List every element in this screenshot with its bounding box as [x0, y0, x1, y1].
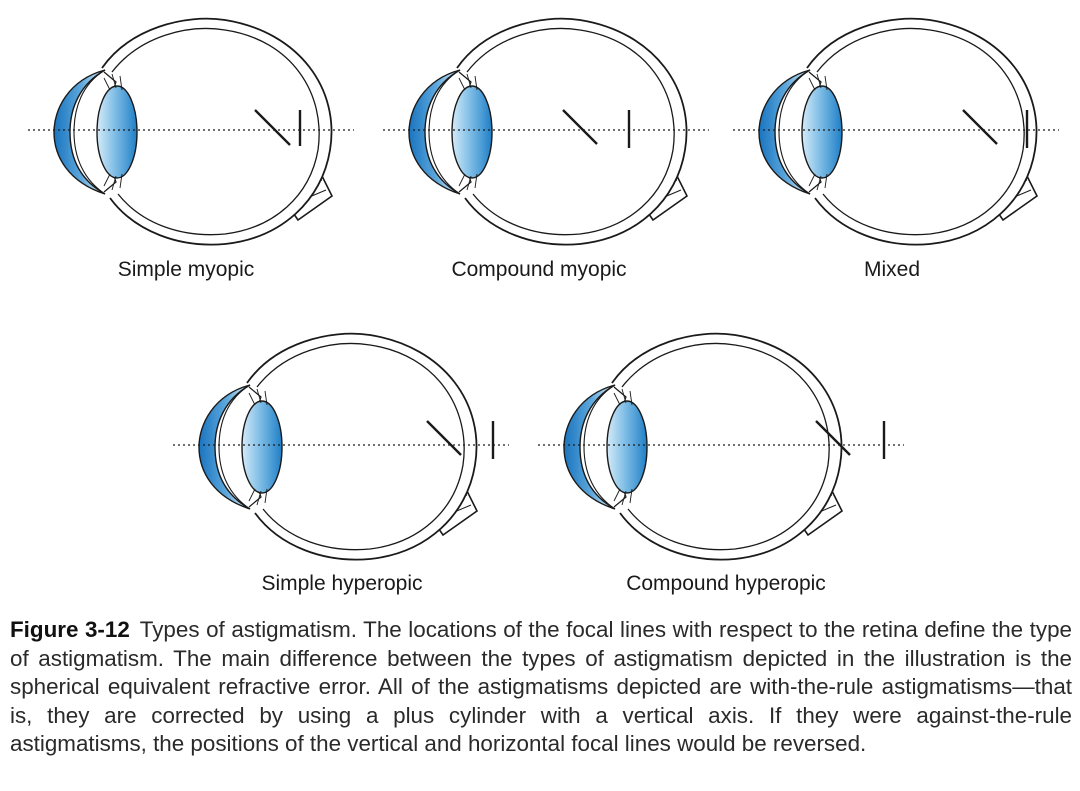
horizontal-focal-line	[254, 109, 291, 146]
eyeball	[28, 17, 354, 246]
zonules-lower	[613, 488, 633, 506]
zonules-lower	[458, 173, 478, 191]
focal-lines	[815, 420, 886, 459]
zonules-upper	[613, 388, 633, 406]
horizontal-focal-line	[562, 109, 598, 145]
sclera-outer	[456, 17, 688, 246]
eye-diagram-compound-myopic	[383, 17, 709, 246]
retina	[256, 342, 465, 551]
astigmatism-figure: Simple myopic Compound myopic Mixed Simp…	[28, 17, 1059, 595]
sclera-outer	[101, 17, 333, 246]
retina	[621, 342, 830, 551]
anterior-chamber-boundary	[73, 69, 106, 195]
zonules-lower	[248, 488, 268, 506]
zonules-lower	[103, 173, 123, 191]
eye-label-compound-myopic: Compound myopic	[451, 258, 627, 281]
eye-label-simple-myopic: Simple myopic	[117, 258, 255, 281]
lens	[241, 400, 283, 494]
anterior-chamber-boundary	[428, 69, 461, 195]
horizontal-focal-line	[426, 420, 462, 456]
sclera-outer	[611, 332, 843, 561]
sclera-outer	[806, 17, 1038, 246]
anterior-chamber-boundary	[778, 69, 811, 195]
sclera-outer	[246, 332, 478, 561]
zonules-upper	[808, 73, 828, 91]
focal-lines	[562, 109, 631, 148]
eye-diagram-simple-hyperopic	[173, 332, 509, 561]
eye-label-mixed: Mixed	[863, 258, 921, 281]
lens	[96, 85, 138, 179]
caption-text: Types of astigmatism. The locations of t…	[10, 617, 1072, 757]
eye-diagram-compound-hyperopic	[538, 332, 904, 561]
zonules-upper	[248, 388, 268, 406]
eye-label-compound-hyperopic: Compound hyperopic	[626, 572, 826, 595]
eyeball	[173, 332, 509, 561]
zonules-upper	[103, 73, 123, 91]
retina	[466, 27, 675, 236]
lens	[606, 400, 648, 494]
anterior-chamber-boundary	[583, 384, 616, 510]
anterior-chamber-boundary	[218, 384, 251, 510]
figure-number: Figure 3-12	[10, 617, 130, 642]
horizontal-focal-line	[962, 109, 998, 145]
lens	[801, 85, 843, 179]
eye-diagram-mixed	[733, 17, 1059, 246]
eye-label-simple-hyperopic: Simple hyperopic	[261, 572, 423, 595]
zonules-lower	[808, 173, 828, 191]
zonules-upper	[458, 73, 478, 91]
horizontal-focal-line	[815, 420, 851, 456]
lens	[451, 85, 493, 179]
eyeball	[383, 17, 709, 246]
focal-lines	[426, 420, 495, 459]
focal-lines	[254, 109, 302, 146]
focal-lines	[962, 109, 1029, 148]
retina	[111, 27, 320, 236]
eyeball	[538, 332, 904, 561]
eye-diagram-simple-myopic	[28, 17, 354, 246]
retina	[816, 27, 1025, 236]
eyeball	[733, 17, 1059, 246]
